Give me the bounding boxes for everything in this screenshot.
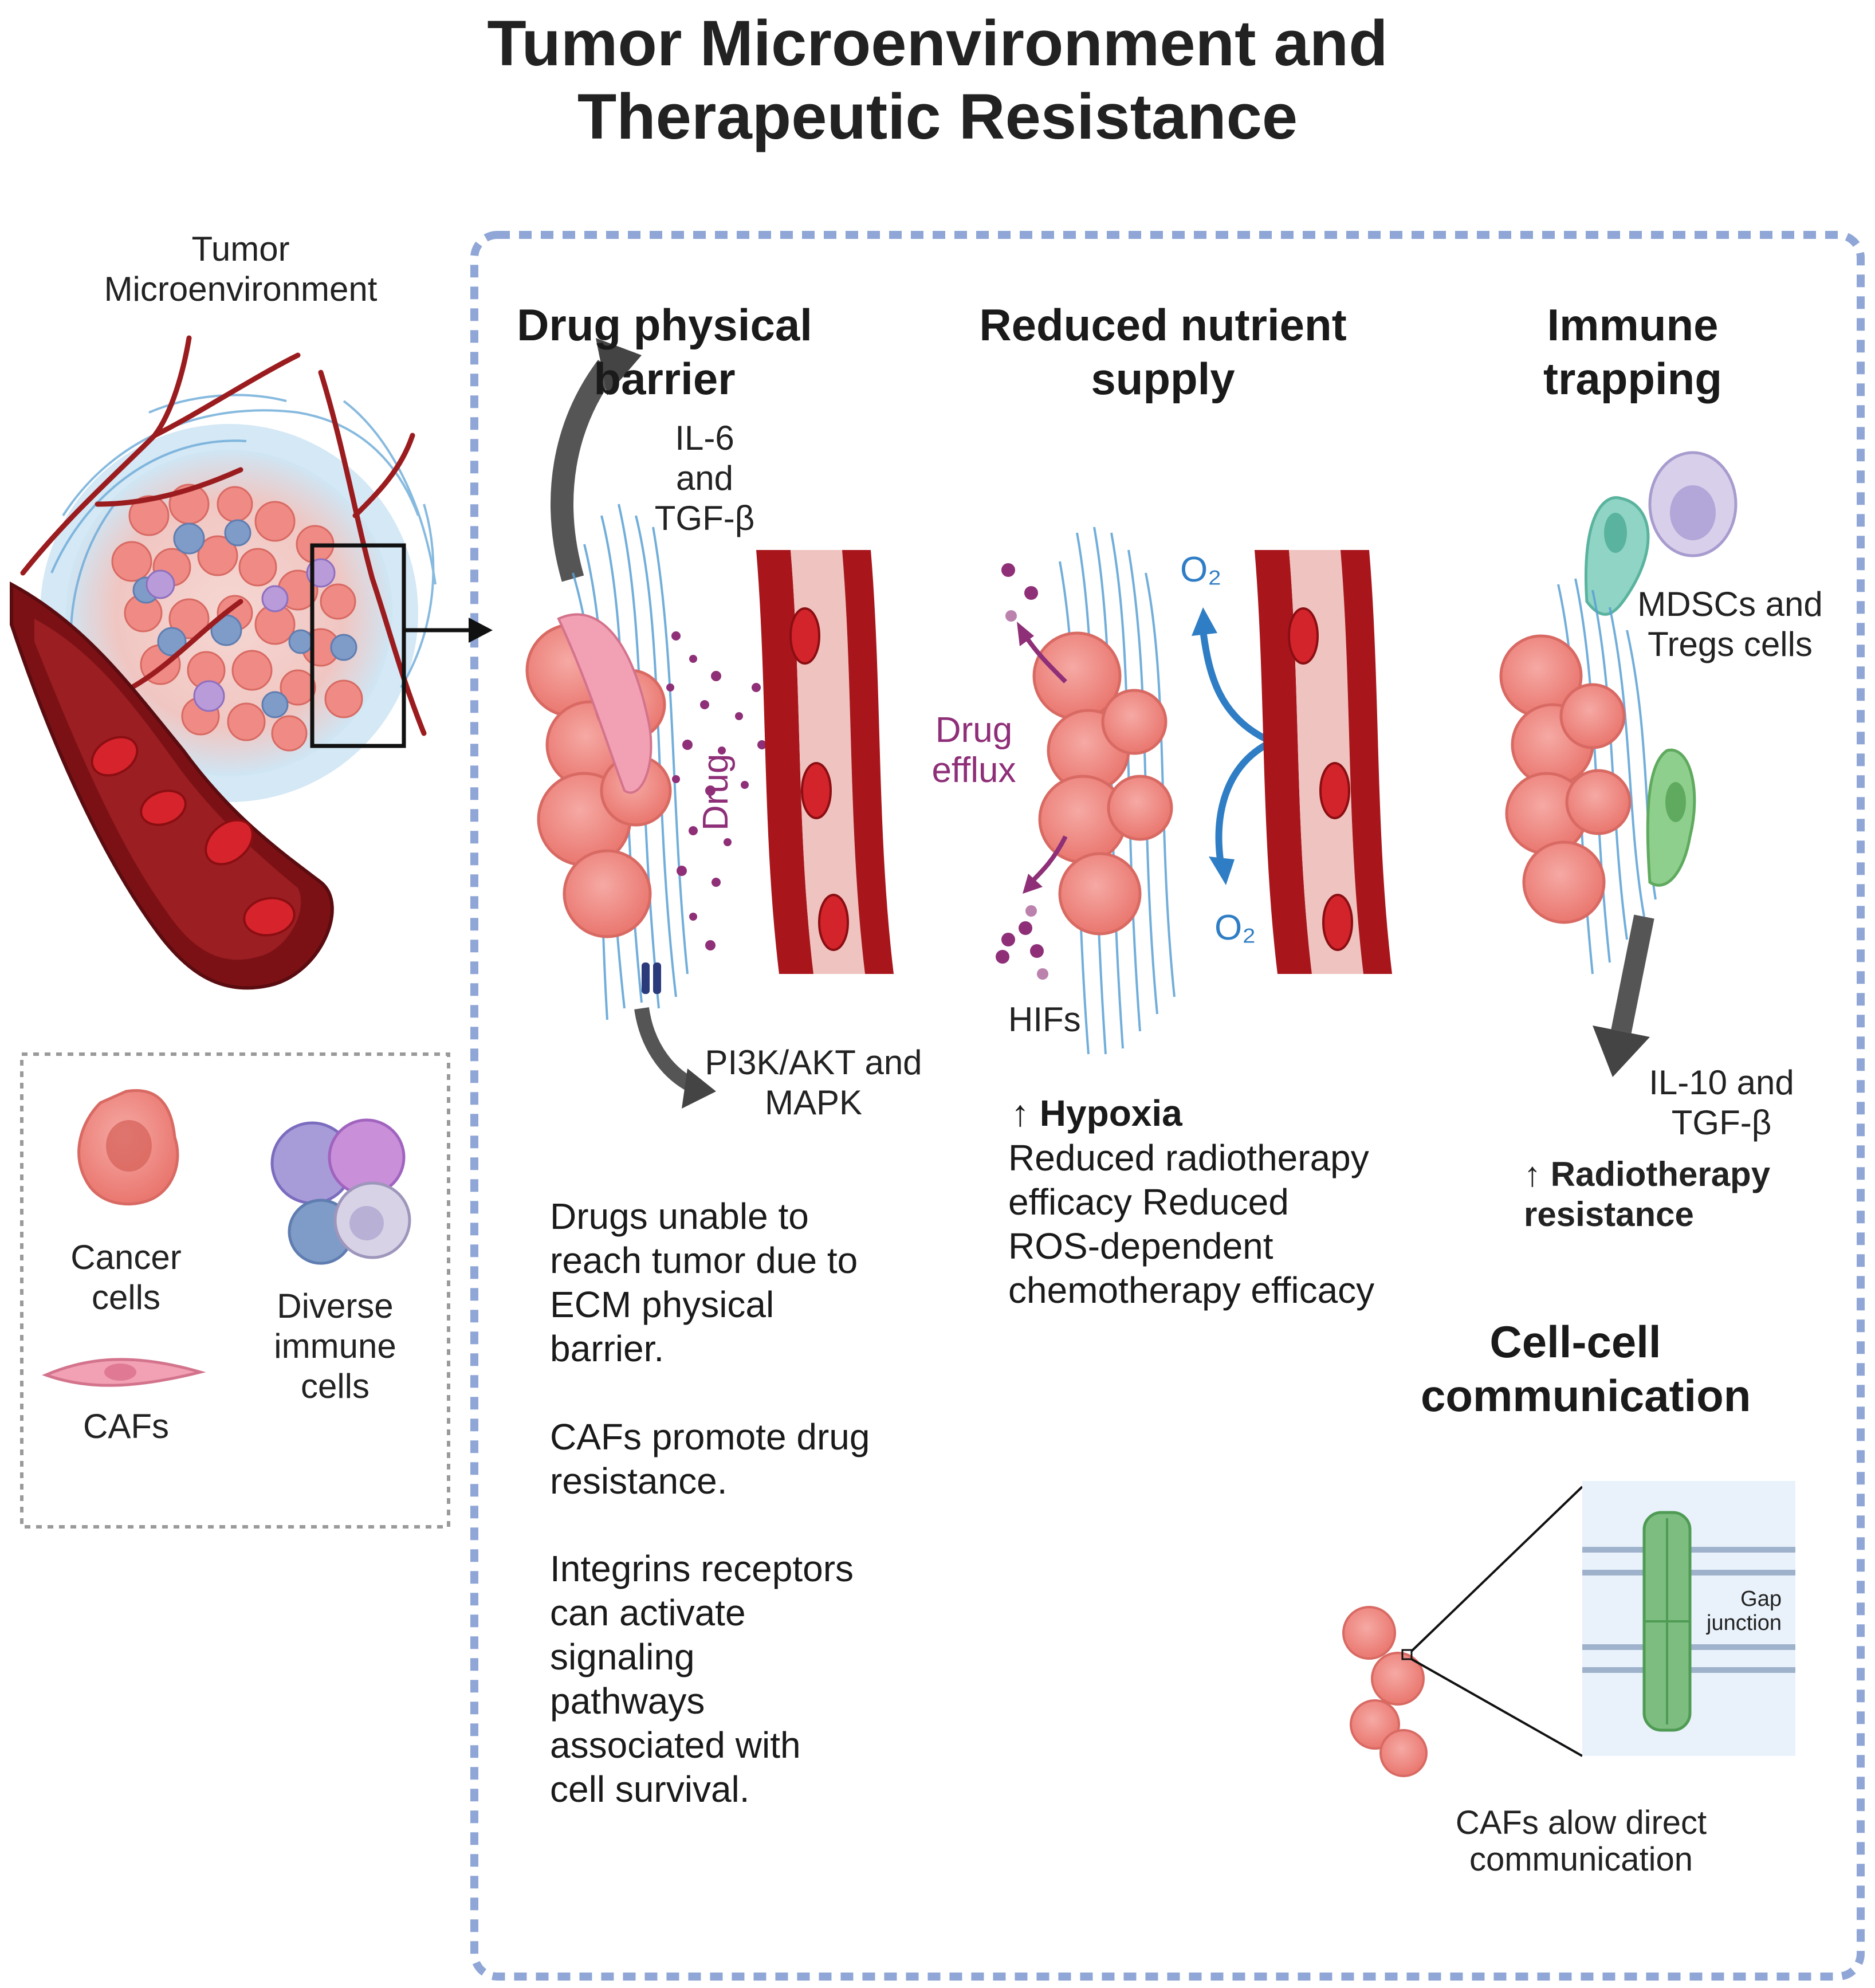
tme-label: Tumor Microenvironment	[104, 230, 378, 308]
immune-cells-label: MDSCs and Tregs cells	[1637, 585, 1823, 663]
immune-illustration	[1499, 451, 1738, 1077]
immune-heading: Immune trapping	[1543, 300, 1722, 404]
legend-border	[20, 1052, 450, 1529]
cellcell-caption: CAFs alow direct communication	[1455, 1804, 1707, 1878]
nutrient-hifs: HIFs	[1008, 1000, 1081, 1039]
nutrient-effect-heading: ↑ Hypoxia	[1011, 1093, 1182, 1134]
nutrient-o2-bottom: O₂	[1214, 908, 1256, 948]
barrier-illustration	[525, 338, 894, 1109]
immune-effect: ↑ Radiotherapy resistance	[1524, 1155, 1771, 1233]
nutrient-illustration	[996, 527, 1392, 1055]
figure-title: Tumor Microenvironment and Therapeutic R…	[487, 7, 1388, 152]
cellcell-heading: Cell-cell communication	[1421, 1317, 1751, 1421]
barrier-desc-1: Drugs unable to reach tumor due to ECM p…	[550, 1196, 858, 1369]
nutrient-o2-top: O₂	[1180, 550, 1222, 590]
barrier-top-signal: IL-6 and TGF-β	[654, 419, 755, 537]
legend-caf-icon	[42, 1358, 206, 1387]
legend-cancer-cells-label: Cancer cells	[70, 1238, 182, 1317]
nutrient-effects: Reduced radiotherapy efficacy Reduced RO…	[1008, 1137, 1375, 1311]
barrier-desc-3: Integrins receptors can activate signali…	[550, 1548, 854, 1810]
barrier-desc-2: CAFs promote drug resistance.	[550, 1416, 870, 1502]
main-panel-border	[470, 231, 1865, 1981]
barrier-drug-label: Drug	[696, 753, 736, 831]
cellcell-illustration	[1342, 1481, 1795, 1777]
cellcell-gap-label: Gap junction	[1707, 1587, 1782, 1635]
legend-cafs-label: CAFs	[83, 1407, 169, 1445]
barrier-heading: Drug physical barrier	[517, 300, 812, 404]
nutrient-heading: Reduced nutrient supply	[979, 300, 1347, 404]
legend-immune-cells-label: Diverse immune cells	[274, 1287, 396, 1405]
legend-cancer-cell-icon	[77, 1089, 179, 1205]
tumor-overview-illustration	[10, 335, 493, 990]
immune-signal: IL-10 and TGF-β	[1649, 1063, 1794, 1142]
barrier-bottom-signal: PI3K/AKT and MAPK	[705, 1043, 922, 1122]
nutrient-efflux-label: Drug efflux	[931, 710, 1016, 790]
legend-immune-cells-icon	[270, 1118, 411, 1265]
